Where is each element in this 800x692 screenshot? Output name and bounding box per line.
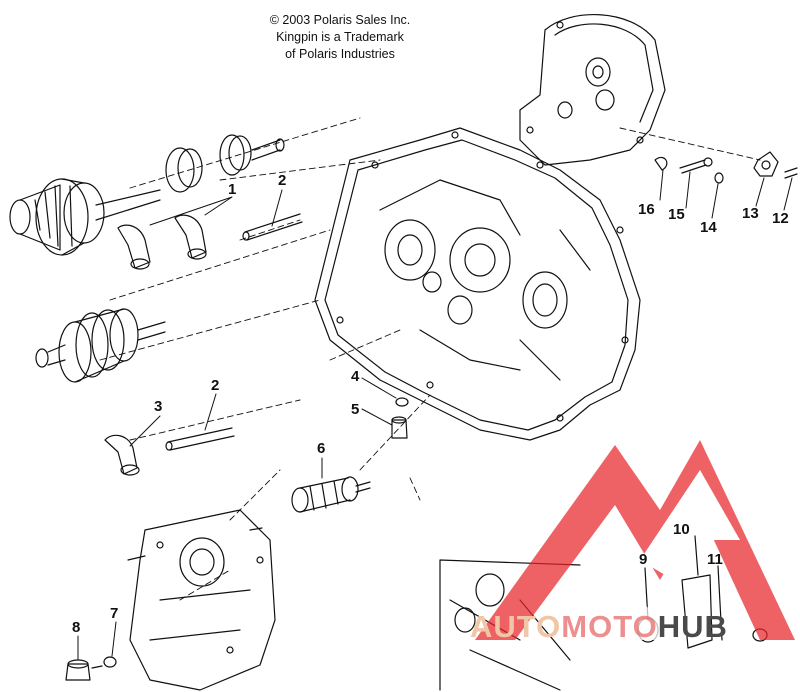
- leader-lines: [77, 169, 793, 661]
- shift-forks-part-1: [117, 214, 207, 270]
- callout-1: 1: [228, 181, 237, 198]
- callout-5: 5: [351, 401, 360, 418]
- mainshaft-gear-cluster: [35, 308, 166, 383]
- callout-8: 8: [72, 619, 81, 636]
- callout-12: 12: [772, 210, 789, 227]
- countershaft-gear-assembly: [9, 134, 285, 256]
- washer-part-7: [103, 656, 117, 668]
- watermark-hub: HUB: [657, 609, 728, 644]
- callout-14: 14: [700, 219, 717, 236]
- plug-part-5: [391, 416, 408, 439]
- copyright-line-2: Kingpin is a Trademark: [276, 30, 404, 44]
- copyright-line-3: of Polaris Industries: [285, 47, 395, 61]
- cover-small-parts: [654, 151, 798, 184]
- watermark-moto: MOTO: [561, 609, 658, 644]
- fitting-part-8: [65, 659, 103, 681]
- crankcase-half: [314, 127, 641, 441]
- o-ring-part-4: [395, 397, 409, 407]
- callout-9: 9: [639, 551, 648, 568]
- watermark-auto: AUTO: [470, 609, 562, 644]
- callout-3: 3: [154, 398, 163, 415]
- callout-13: 13: [742, 205, 759, 222]
- callout-15: 15: [668, 206, 685, 223]
- callout-2-lower: 2: [211, 377, 220, 394]
- callout-11: 11: [707, 551, 723, 568]
- callout-4: 4: [351, 368, 360, 385]
- shift-rod-lower: [165, 427, 235, 451]
- watermark-logo: [475, 440, 795, 640]
- callout-7: 7: [110, 605, 119, 622]
- shift-drum-part-6: [291, 476, 371, 513]
- watermark-text: AUTOMOTOHUB: [470, 610, 728, 644]
- callout-16: 16: [638, 201, 655, 218]
- callout-10: 10: [673, 521, 690, 538]
- copyright-notice: © 2003 Polaris Sales Inc. Kingpin is a T…: [250, 12, 430, 63]
- shift-fork-part-3: [104, 434, 140, 476]
- callout-2-upper: 2: [278, 172, 287, 189]
- side-cover-assembly: [519, 14, 666, 166]
- copyright-line-1: © 2003 Polaris Sales Inc.: [269, 13, 411, 27]
- callout-6: 6: [317, 440, 326, 457]
- assembly-guide-lines: [99, 117, 761, 601]
- lower-crankcase-cover: [127, 509, 276, 691]
